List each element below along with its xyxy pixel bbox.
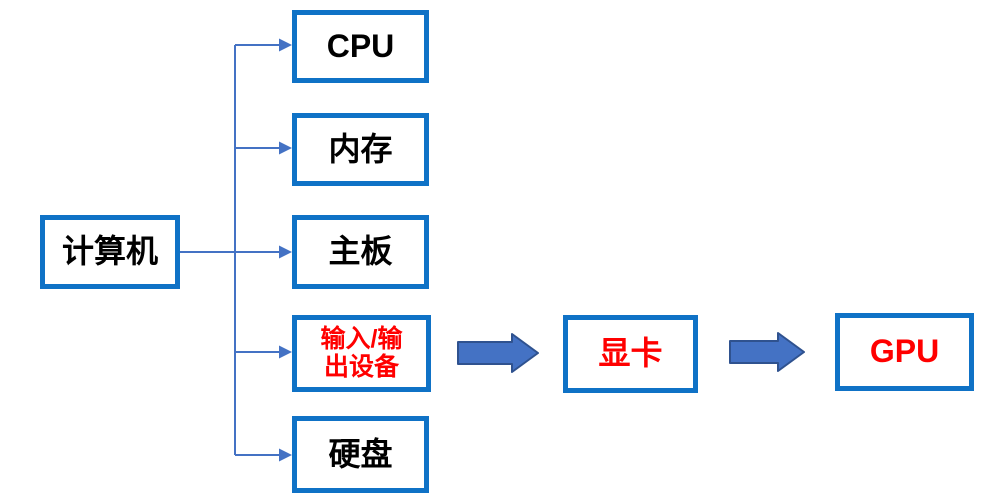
block-arrow-graphics-card-to-gpu-icon xyxy=(729,332,805,372)
node-gpu-label: GPU xyxy=(869,333,940,370)
arrowhead-motherboard-icon xyxy=(279,245,292,259)
node-io-devices-label: 输入/输 出设备 xyxy=(320,325,403,381)
node-gpu: GPU xyxy=(835,313,974,391)
node-cpu-label: CPU xyxy=(326,27,395,64)
node-cpu: CPU xyxy=(292,10,429,83)
node-graphics-card: 显卡 xyxy=(563,315,698,393)
node-hdd-label: 硬盘 xyxy=(328,435,393,472)
arrowhead-hdd-icon xyxy=(279,448,292,462)
arrowhead-io-icon xyxy=(279,345,292,359)
node-computer-label: 计算机 xyxy=(61,233,158,270)
node-io-devices: 输入/输 出设备 xyxy=(292,315,431,392)
node-memory: 内存 xyxy=(292,113,429,186)
node-hdd: 硬盘 xyxy=(292,416,429,493)
node-graphics-card-label: 显卡 xyxy=(598,335,663,372)
node-motherboard-label: 主板 xyxy=(328,233,393,270)
node-computer: 计算机 xyxy=(40,215,180,289)
node-memory-label: 内存 xyxy=(328,130,393,167)
arrowhead-memory-icon xyxy=(279,141,292,155)
block-arrow-io-to-graphics-card-icon xyxy=(457,333,539,373)
arrowhead-cpu-icon xyxy=(279,38,292,52)
node-motherboard: 主板 xyxy=(292,215,429,289)
